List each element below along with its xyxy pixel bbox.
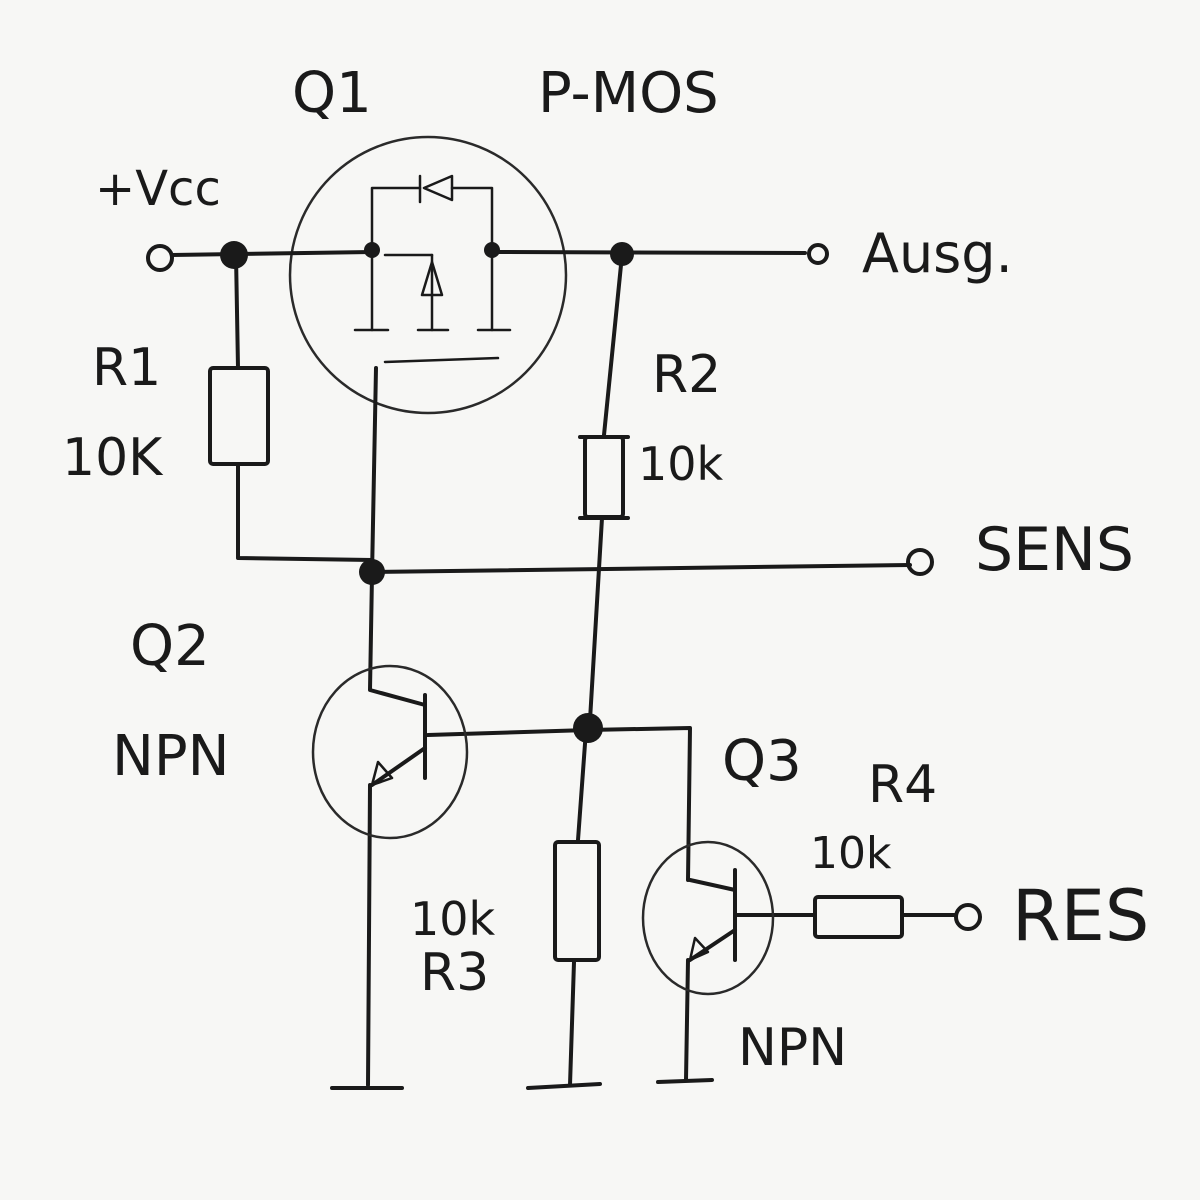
res-label: RES [1012,875,1149,957]
sens-junction-dot [359,559,385,585]
sens-label: SENS [975,515,1134,585]
q3-type-label: NPN [738,1018,847,1078]
r2-resistor [583,435,625,519]
q2-name-label: Q2 [130,614,210,679]
r2-value-label: 10k [638,437,724,491]
output-label: Ausg. [862,222,1013,285]
ground-q3 [656,1078,714,1084]
wires [170,250,957,1087]
q2-npn-transistor [311,664,469,840]
output-terminal [807,243,829,265]
r1-name-label: R1 [92,338,161,398]
r3-value-label: 10k [410,892,496,946]
r4-resistor [813,895,904,939]
q2-type-label: NPN [112,724,230,789]
r1-value-label: 10K [62,428,164,488]
r3-name-label: R3 [420,943,489,1003]
vcc-junction-dot [220,241,248,269]
r2-name-label: R2 [652,345,721,405]
vcc-label: +Vcc [95,161,221,217]
q3-npn-transistor [641,840,775,996]
vcc-terminal [146,244,174,272]
res-terminal [954,903,982,931]
q3-name-label: Q3 [722,729,802,794]
q1-pmos-transistor [288,135,568,415]
base-junction-dot [573,713,603,743]
q1-type-label: P-MOS [538,61,719,126]
r4-value-label: 10k [810,828,892,879]
r3-resistor [553,840,601,962]
q1-name-label: Q1 [292,61,372,126]
r1-resistor [208,366,270,466]
r4-name-label: R4 [868,755,937,815]
ground-r3 [526,1082,602,1090]
sens-terminal [906,548,934,576]
drain-junction-dot [610,242,634,266]
